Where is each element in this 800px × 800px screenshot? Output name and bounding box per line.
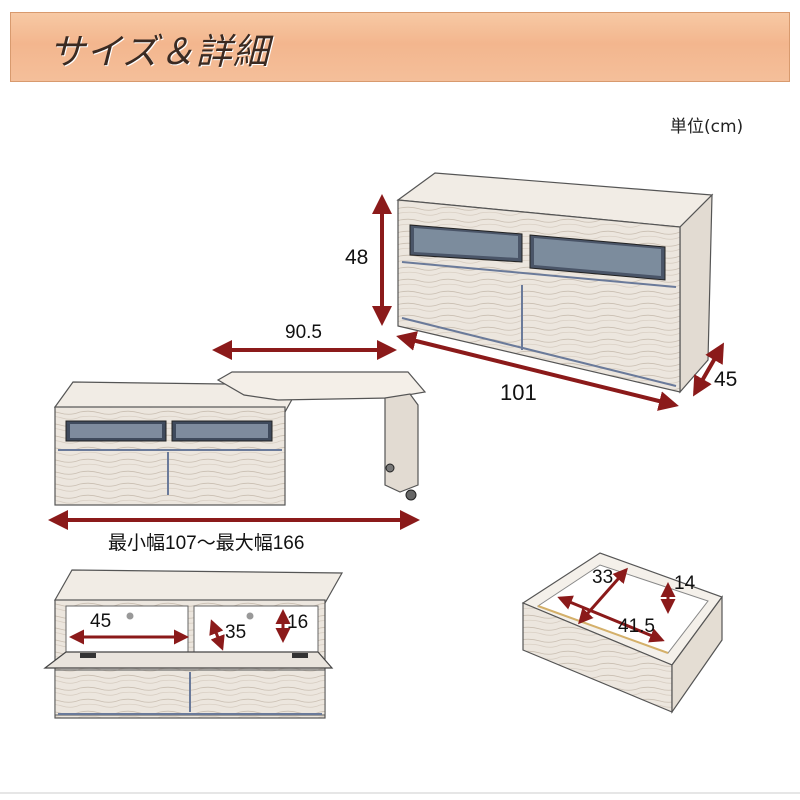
inner-height-label: 16 bbox=[287, 612, 309, 633]
extension-label: 90.5 bbox=[285, 322, 322, 343]
section-header: サイズ＆詳細 bbox=[10, 12, 790, 82]
inner-width-label: 45 bbox=[90, 611, 112, 632]
extended-cabinet bbox=[53, 371, 427, 506]
drawer-height-label: 14 bbox=[674, 573, 696, 594]
drawer-width-label: 41.5 bbox=[618, 616, 655, 637]
footer-divider bbox=[0, 792, 800, 794]
unit-label: 単位(cm) bbox=[670, 117, 744, 137]
width-range-label: 最小幅107～最大幅166 bbox=[108, 533, 305, 554]
depth-label: 45 bbox=[714, 368, 738, 391]
inner-depth-label: 35 bbox=[225, 622, 247, 643]
main-cabinet bbox=[396, 172, 714, 394]
width-label: 101 bbox=[500, 380, 537, 405]
drawer-depth-label: 33 bbox=[592, 567, 614, 588]
page-title: サイズ＆詳細 bbox=[49, 32, 270, 73]
open-cabinet bbox=[43, 569, 344, 719]
height-label: 48 bbox=[345, 246, 369, 269]
